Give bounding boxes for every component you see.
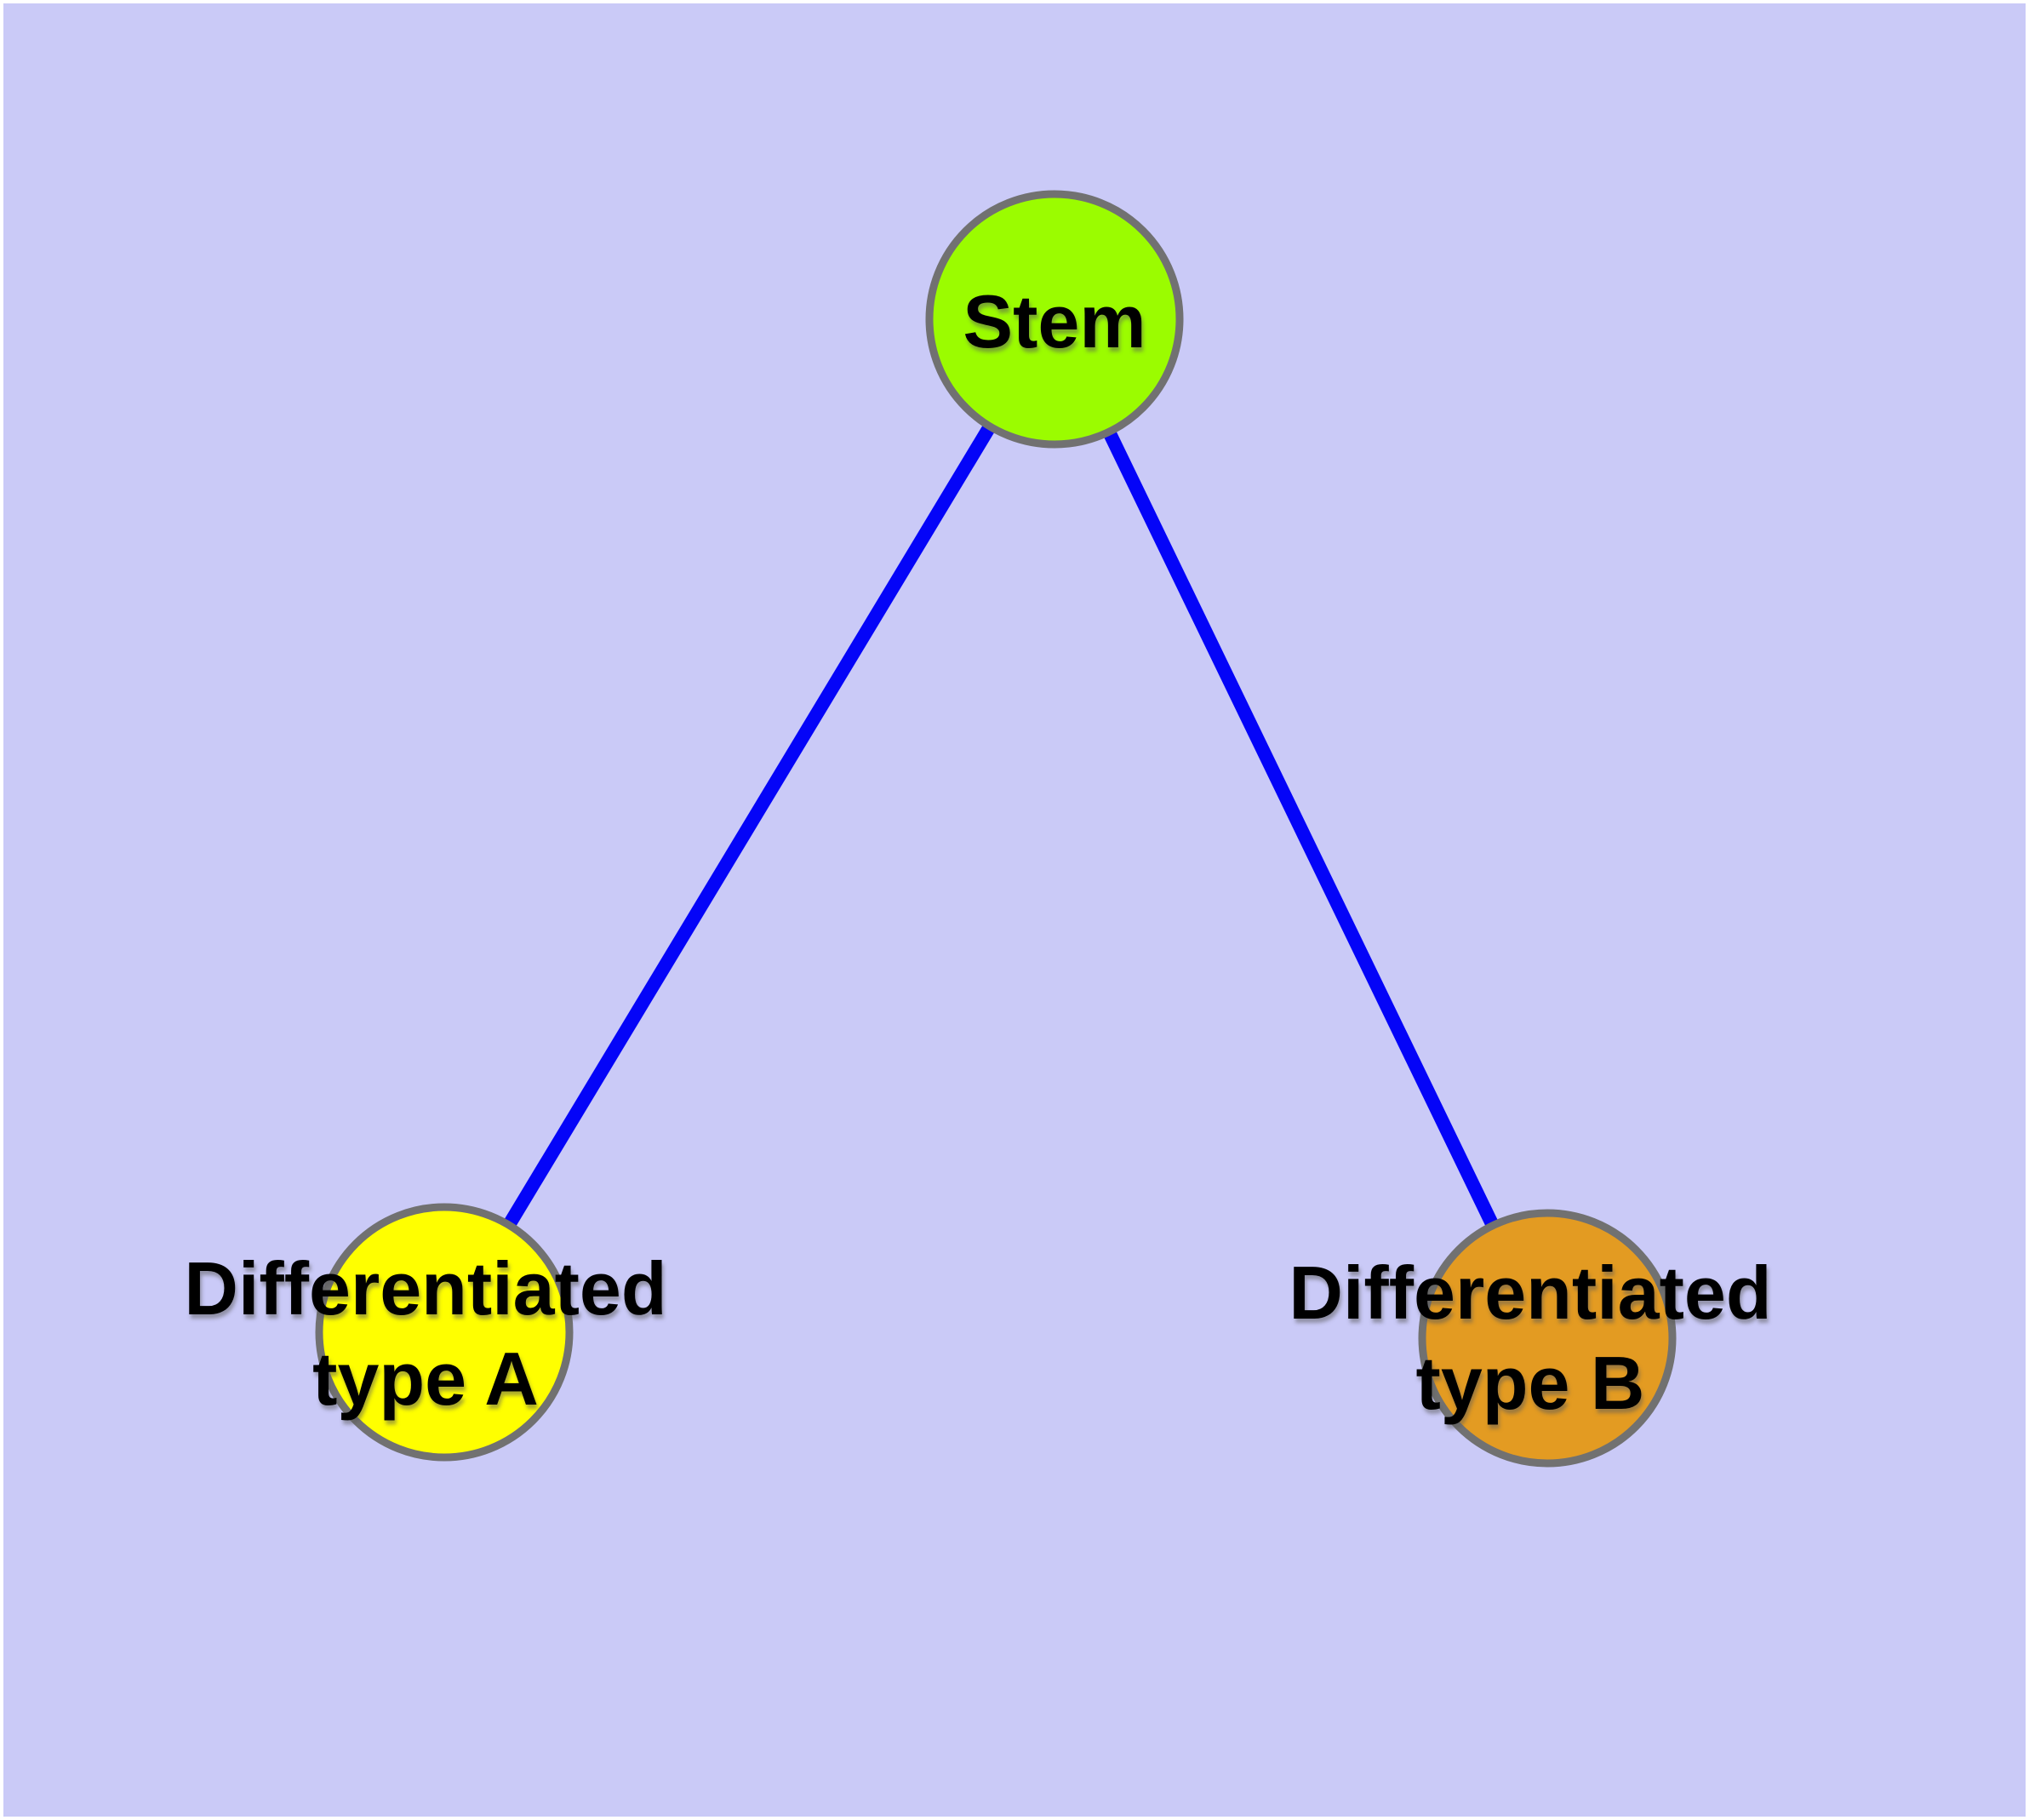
node-stem[interactable] xyxy=(925,190,1184,449)
node-differentiated-type-b[interactable] xyxy=(1418,1209,1677,1468)
node-differentiated-type-a[interactable] xyxy=(315,1203,574,1462)
edge-stem-to-type-b[interactable] xyxy=(1048,316,1554,1342)
edge-stem-to-type-a[interactable] xyxy=(438,315,1060,1336)
